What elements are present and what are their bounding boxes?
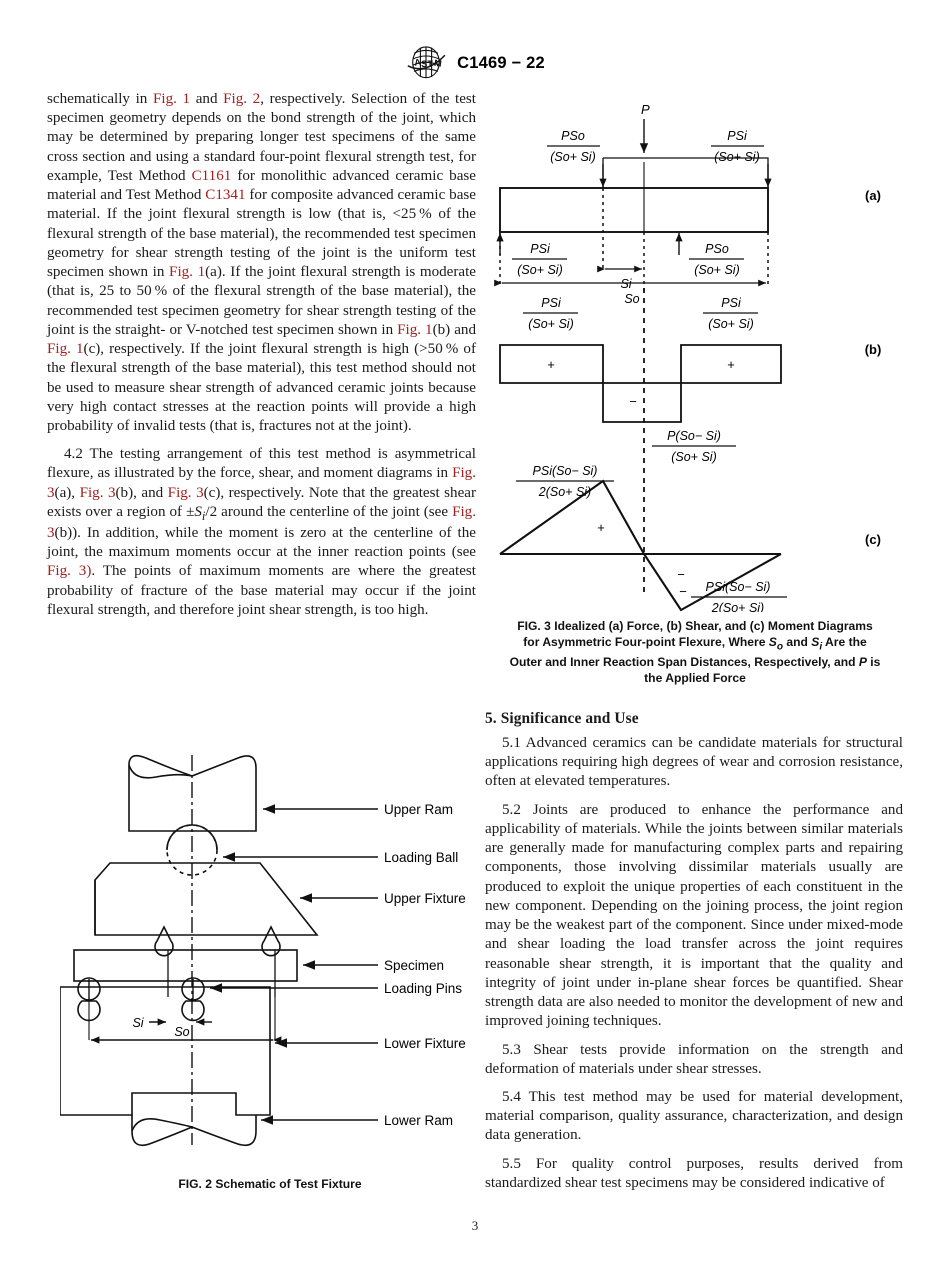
ref-fig3b-2[interactable]: Fig. 3 — [47, 503, 477, 541]
figure-2-schematic: Si So Upper Ram Loading Ball Upper Fixtu… — [60, 735, 480, 1165]
fig3c-trough-numerator: PSi(So− Si) — [706, 580, 771, 594]
ref-fig1b[interactable]: Fig. 1 — [397, 321, 433, 338]
fig3c-plus: + — [597, 520, 605, 535]
figure-3-caption: FIG. 3 Idealized (a) Force, (b) Shear, a… — [485, 618, 905, 686]
fig3-panel-label-c: (c) — [865, 532, 881, 547]
fig3a-bottom-right-reaction: PSo (So+ Si) — [689, 242, 744, 277]
ref-fig1a[interactable]: Fig. 1 — [169, 264, 206, 281]
fig2-callout-loading-ball: Loading Ball — [384, 850, 458, 865]
astm-logo-icon: A S T M — [407, 46, 446, 79]
fig3-panel-c: + − PSi(So− Si) 2(So+ Si) − PSi(So− Si) … — [499, 464, 881, 612]
paragraph-5-3: 5.3 Shear tests provide information on t… — [485, 1041, 903, 1077]
fig3-caption-line-3: Outer and Inner Reaction Span Distances,… — [509, 654, 881, 669]
paragraph-5-2: 5.2 Joints are produced to enhance the p… — [485, 801, 903, 1030]
fig2-lower-loading-pins — [77, 977, 205, 1022]
fig2-upper-loading-pins — [154, 925, 281, 957]
fig3b-neg-denominator: (So+ Si) — [671, 450, 717, 464]
fig2-callout-lower-ram: Lower Ram — [384, 1113, 453, 1128]
fig3-panel-a: P — [494, 102, 881, 306]
label-applied-force: P — [641, 102, 650, 117]
svg-text:S: S — [421, 59, 427, 69]
paragraph-continued: schematically in Fig. 1 and Fig. 2, resp… — [47, 91, 477, 434]
figure-3-diagrams: P — [485, 92, 905, 612]
fig3c-peak-numerator: PSi(So− Si) — [533, 464, 598, 478]
ref-fig3c[interactable]: Fig. 3 — [167, 484, 204, 501]
page-number: 3 — [471, 1218, 479, 1233]
fig3-caption-line-2: for Asymmetric Four-point Flexure, Where… — [523, 635, 867, 653]
fig3a-top-right-denominator: (So+ Si) — [714, 150, 760, 164]
fig3a-bottom-left-numerator: PSi — [530, 242, 551, 256]
fig3b-neg-numerator: P(So− Si) — [667, 429, 721, 443]
paragraph-5-5: 5.5 For quality control purposes, result… — [485, 1155, 903, 1191]
fig3a-bottom-left-denominator: (So+ Si) — [517, 263, 563, 277]
fig3a-top-right-numerator: PSi — [727, 129, 748, 143]
fig2-callout-loading-pins: Loading Pins — [384, 981, 462, 996]
paragraph-5-4: 5.4 This test method may be used for mat… — [485, 1088, 903, 1144]
fig2-callout-lower-fixture: Lower Fixture — [384, 1036, 466, 1051]
svg-text:M: M — [434, 58, 443, 69]
fig3a-bottom-left-reaction: PSi (So+ Si) — [512, 242, 567, 277]
fig2-callout-upper-ram: Upper Ram — [384, 802, 453, 817]
fig3a-top-left-denominator: (So+ Si) — [550, 150, 596, 164]
fig2-lower-ram — [131, 1115, 257, 1147]
fig3-panel-label-a: (a) — [865, 188, 881, 203]
fig3b-plus-left: + — [547, 357, 555, 372]
fig3a-span-outer-label: So — [624, 292, 639, 306]
standard-designation: C1469 − 22 — [457, 53, 545, 72]
ref-c1161[interactable]: C1161 — [191, 167, 232, 184]
fig3b-left-numerator: PSi — [541, 296, 562, 310]
paragraph-5-1: 5.1 Advanced ceramics can be candidate m… — [485, 735, 903, 790]
fig3c-peak-moment-value: PSi(So− Si) 2(So+ Si) — [516, 464, 614, 499]
fig3-panel-label-b: (b) — [865, 342, 882, 357]
fig2-dim-inner-label: Si — [132, 1016, 144, 1030]
fig2-specimen — [73, 949, 298, 997]
fig3b-minus: − — [629, 394, 637, 409]
ref-c1341[interactable]: C1341 — [205, 187, 246, 204]
fig2-dim-outer-label: So — [174, 1025, 189, 1039]
fig3b-right-numerator: PSi — [721, 296, 742, 310]
fig2-lower-fixture — [60, 986, 271, 1116]
ref-fig1c[interactable]: Fig. 1 — [47, 341, 84, 358]
svg-text:A: A — [414, 57, 422, 68]
fig2-upper-ram — [128, 754, 257, 832]
ref-fig3c-2[interactable]: Fig. 3 — [47, 563, 87, 580]
fig3c-trough-denominator: 2(So+ Si) — [711, 601, 764, 612]
fig3b-left-shear-value: PSi (So+ Si) — [523, 296, 578, 331]
svg-text:T: T — [428, 59, 434, 69]
fig2-dim-inner-span: Si — [132, 1016, 212, 1030]
fig3b-negative-shear-value: P(So− Si) (So+ Si) — [652, 429, 736, 464]
fig3a-top-left-reaction: PSo (So+ Si) — [547, 129, 600, 164]
fig2-dim-outer-span: So — [91, 1025, 282, 1044]
fig2-callouts: Upper Ram Loading Ball Upper Fixture Spe… — [210, 802, 466, 1128]
ref-fig3b[interactable]: Fig. 3 — [79, 484, 116, 501]
ref-fig1[interactable]: Fig. 1 — [152, 91, 191, 107]
fig3a-span-inner-label: Si — [620, 277, 632, 291]
fig3c-trough-sign: − — [679, 584, 687, 599]
figure-2-caption: FIG. 2 Schematic of Test Fixture — [178, 1177, 362, 1191]
left-text-column: schematically in Fig. 1 and Fig. 2, resp… — [47, 90, 476, 620]
fig2-upper-fixture — [94, 862, 319, 936]
fig3-caption-line-1: FIG. 3 Idealized (a) Force, (b) Shear, a… — [517, 619, 873, 633]
fig3c-peak-denominator: 2(So+ Si) — [538, 485, 591, 499]
ref-fig3a[interactable]: Fig. 3 — [47, 465, 476, 501]
section-heading-5: 5. Significance and Use — [485, 710, 639, 727]
fig3a-top-right-reaction: PSi (So+ Si) — [711, 129, 764, 164]
fig3a-bottom-right-denominator: (So+ Si) — [694, 263, 740, 277]
fig3b-right-shear-value: PSi (So+ Si) — [703, 296, 758, 331]
fig3-panel-b: + + − PSi (So+ Si) PSi (So+ Si) P(So− S — [499, 288, 882, 487]
fig2-callout-specimen: Specimen — [384, 958, 444, 973]
paragraph-4-2: 4.2 The testing arrangement of this test… — [47, 446, 477, 618]
fig3b-plus-right: + — [727, 357, 735, 372]
fig3c-trough-moment-value: − PSi(So− Si) 2(So+ Si) — [679, 580, 787, 612]
fig3a-bottom-right-numerator: PSo — [705, 242, 729, 256]
page-header: A S T M C1469 − 22 — [0, 44, 950, 82]
fig3-caption-line-4: the Applied Force — [644, 670, 746, 685]
ref-fig2[interactable]: Fig. 2 — [223, 91, 261, 107]
fig3a-top-left-numerator: PSo — [561, 129, 585, 143]
fig2-callout-upper-fixture: Upper Fixture — [384, 891, 466, 906]
fig3c-minus: − — [677, 567, 685, 582]
right-text-column: 5. Significance and Use 5.1 Advanced cer… — [485, 710, 903, 1193]
fig3b-left-denominator: (So+ Si) — [528, 317, 574, 331]
fig3b-right-denominator: (So+ Si) — [708, 317, 754, 331]
